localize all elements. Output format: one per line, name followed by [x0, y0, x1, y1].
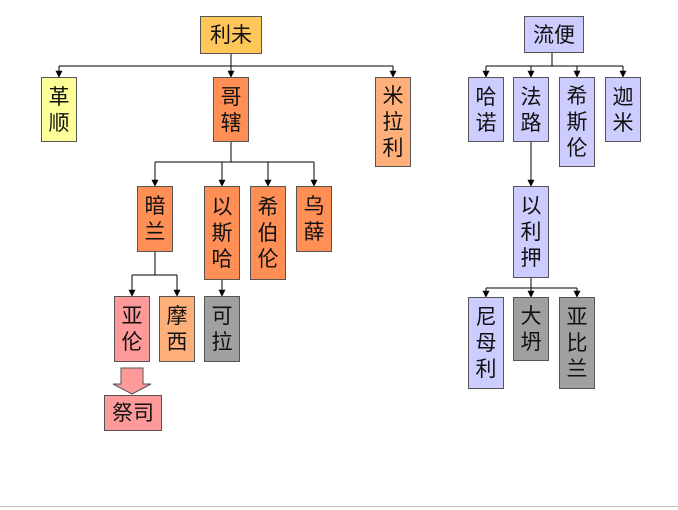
box-amram: 暗兰: [137, 186, 173, 252]
box-eliab: 以利押: [513, 186, 549, 278]
box-korah: 可拉: [204, 296, 240, 362]
box-pallu: 法路: [513, 77, 549, 142]
box-merari: 米拉利: [375, 77, 411, 167]
box-aaron: 亚伦: [114, 296, 150, 362]
box-moses: 摩西: [159, 296, 195, 362]
box-hanoch: 哈诺: [468, 77, 504, 142]
bottom-divider: [0, 506, 678, 507]
box-nemuel: 尼母利: [468, 297, 504, 389]
box-hezron: 希斯伦: [559, 77, 595, 167]
box-hebron: 希伯伦: [250, 186, 286, 280]
box-levi: 利未: [200, 16, 262, 54]
box-reuben: 流便: [524, 16, 584, 53]
box-carmi: 迦米: [605, 77, 641, 142]
down-arrow-icon: [112, 367, 152, 395]
box-izhar: 以斯哈: [204, 186, 240, 280]
box-uzziel: 乌薛: [296, 186, 332, 252]
box-dathan: 大坍: [513, 297, 549, 361]
box-kohath: 哥辖: [213, 77, 249, 142]
box-abiram: 亚比兰: [559, 297, 595, 389]
box-priest: 祭司: [104, 395, 162, 431]
box-gershon: 革顺: [41, 77, 77, 142]
